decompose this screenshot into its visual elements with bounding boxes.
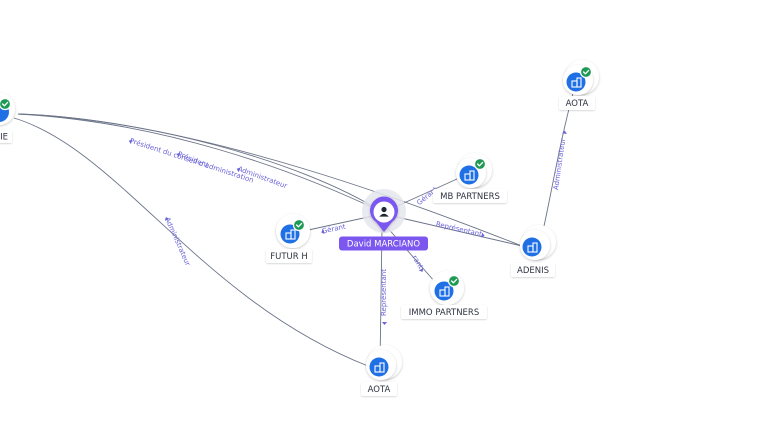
company-node-aota-top[interactable]: AOTA: [559, 60, 599, 110]
edge-admin-top: [17, 113, 523, 247]
edge-president: [17, 113, 383, 213]
company-label: IE: [0, 133, 8, 143]
company-node-mb-partners[interactable]: MB PARTNERS: [433, 153, 507, 203]
building-icon: [439, 286, 450, 297]
edge-admin-left: [13, 117, 369, 367]
relation-label-gerant-futur: Gérant: [321, 223, 346, 236]
relation-label-representant-aota: Représentant: [380, 269, 388, 316]
relation-label-admin-aota-top: Administrateur: [552, 138, 567, 191]
relation-label-representant-adenis: Représentant: [435, 220, 483, 238]
company-label: AOTA: [566, 99, 589, 109]
check-badge-icon: [473, 157, 487, 171]
company-label: AOTA: [368, 385, 391, 395]
check-badge-icon: [447, 274, 461, 288]
relation-label-admin-left: Administrateur: [163, 216, 192, 267]
company-node-aota-bottom[interactable]: AOTA: [361, 345, 402, 396]
building-icon: [464, 170, 475, 181]
company-node-futur-h[interactable]: FUTUR H: [266, 214, 312, 263]
check-badge-icon: [0, 97, 12, 111]
company-node-adenis[interactable]: ADENIS: [511, 225, 556, 277]
company-label: IMMO PARTNERS: [409, 308, 479, 318]
building-icon: [374, 362, 385, 373]
edge-representant-aota: [379, 227, 383, 367]
company-label: MB PARTNERS: [440, 192, 500, 202]
check-badge-icon: [292, 218, 306, 232]
edge-representant-adenis: [383, 213, 523, 247]
person-icon: [379, 206, 389, 217]
edge-labels: Président du conseil d'administration Pr…: [129, 130, 567, 325]
company-node-immo-partners[interactable]: IMMO PARTNERS: [401, 271, 487, 319]
company-label: ADENIS: [517, 266, 549, 276]
person-name: David MARCIANO: [347, 240, 420, 250]
check-badge-icon: [579, 65, 593, 79]
building-icon: [571, 77, 582, 88]
company-node-partial-left[interactable]: IE: [0, 93, 15, 143]
company-label: FUTUR H: [270, 252, 308, 262]
person-label-box: [339, 236, 428, 251]
building-icon: [527, 242, 538, 253]
person-node[interactable]: David MARCIANO: [339, 189, 428, 251]
building-icon: [285, 229, 296, 240]
